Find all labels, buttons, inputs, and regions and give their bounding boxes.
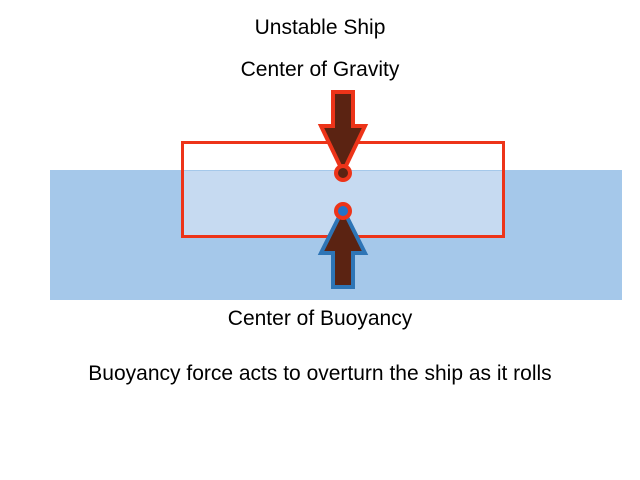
label-center-of-gravity: Center of Gravity	[240, 58, 400, 81]
diagram-title: Unstable Ship	[254, 16, 386, 39]
ship-hull-outline	[181, 141, 505, 238]
diagram-caption: Buoyancy force acts to overturn the ship…	[88, 362, 552, 385]
label-center-of-buoyancy: Center of Buoyancy	[227, 307, 413, 330]
